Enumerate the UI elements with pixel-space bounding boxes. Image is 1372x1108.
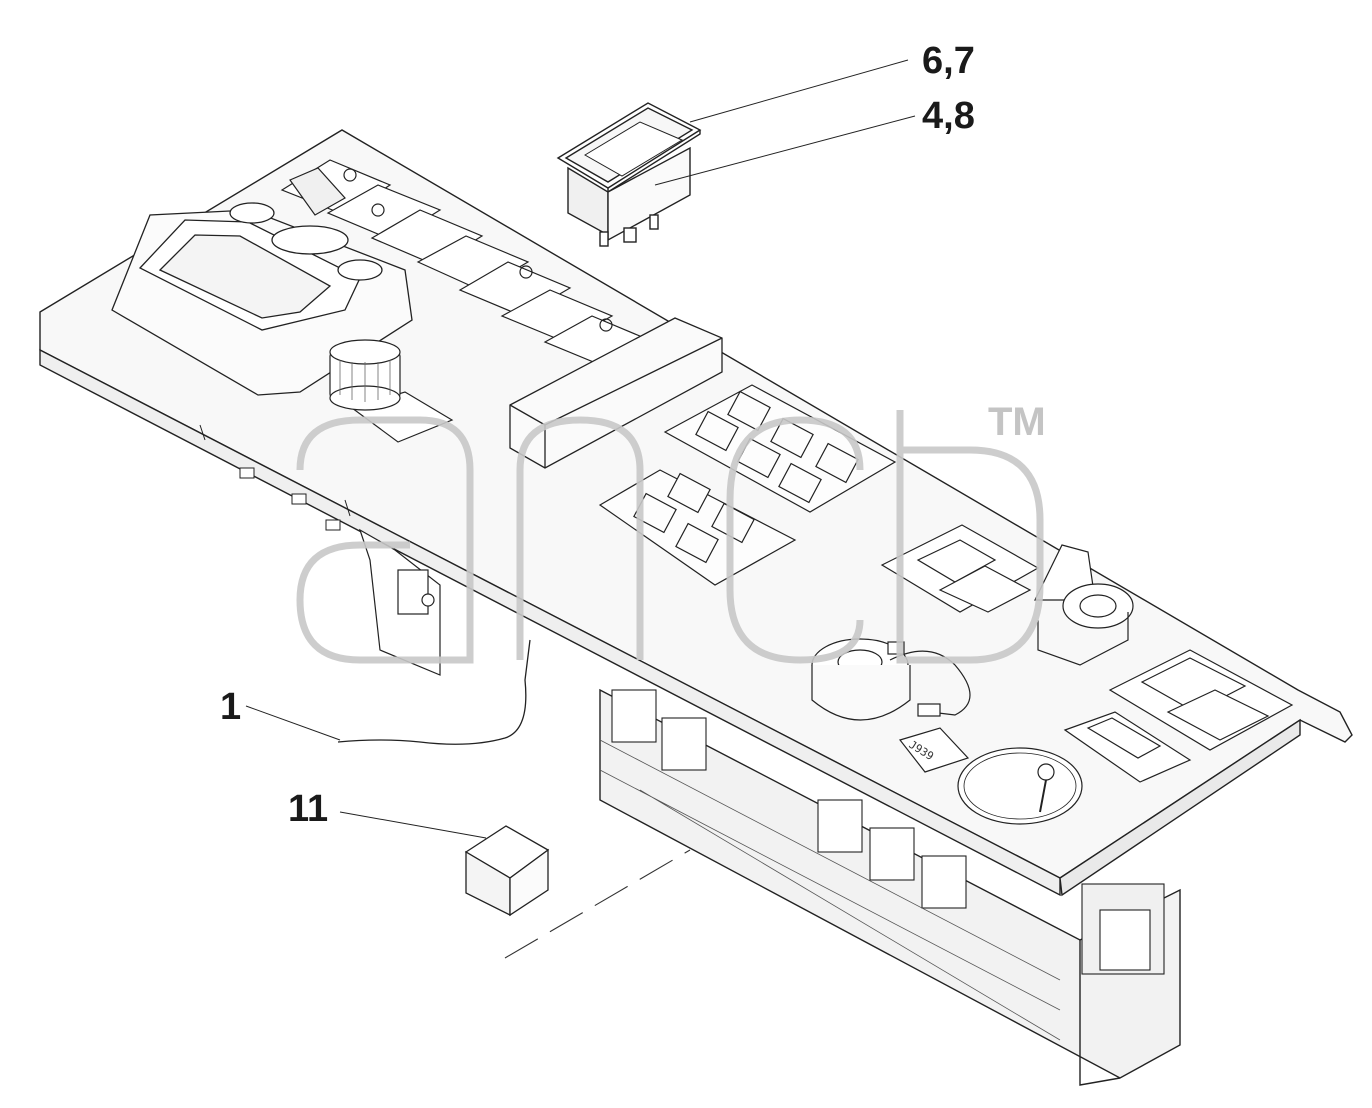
callout-leaders: [245, 59, 916, 839]
callout-label-11: 11: [288, 788, 329, 830]
mounting-tabs: [199, 424, 351, 531]
hanging-relay: [358, 528, 441, 676]
indicator-cluster: [598, 384, 897, 586]
ignition-lock-icon: [1034, 544, 1134, 666]
callout-label-1: 1: [220, 686, 242, 728]
callout-label-4-8: 4,8: [922, 95, 975, 137]
relay-row: [599, 689, 1165, 1041]
rocker-switch-row: [280, 159, 656, 369]
watermark-logo: [296, 410, 1044, 664]
relay-cube: [464, 825, 550, 917]
wire-cable: [337, 639, 531, 745]
rocker-switch-icon: [556, 102, 702, 247]
knob-icon: [329, 339, 454, 443]
connector-icon: [811, 638, 971, 721]
rotary-selector-icon: [957, 747, 1083, 825]
callout-label-6-7: 6,7: [922, 40, 975, 82]
right-rocker-switches: [880, 524, 1294, 783]
dashed-leader: [504, 849, 691, 959]
stamp-plate: [898, 727, 970, 773]
watermark-trademark: TM: [988, 400, 1046, 444]
